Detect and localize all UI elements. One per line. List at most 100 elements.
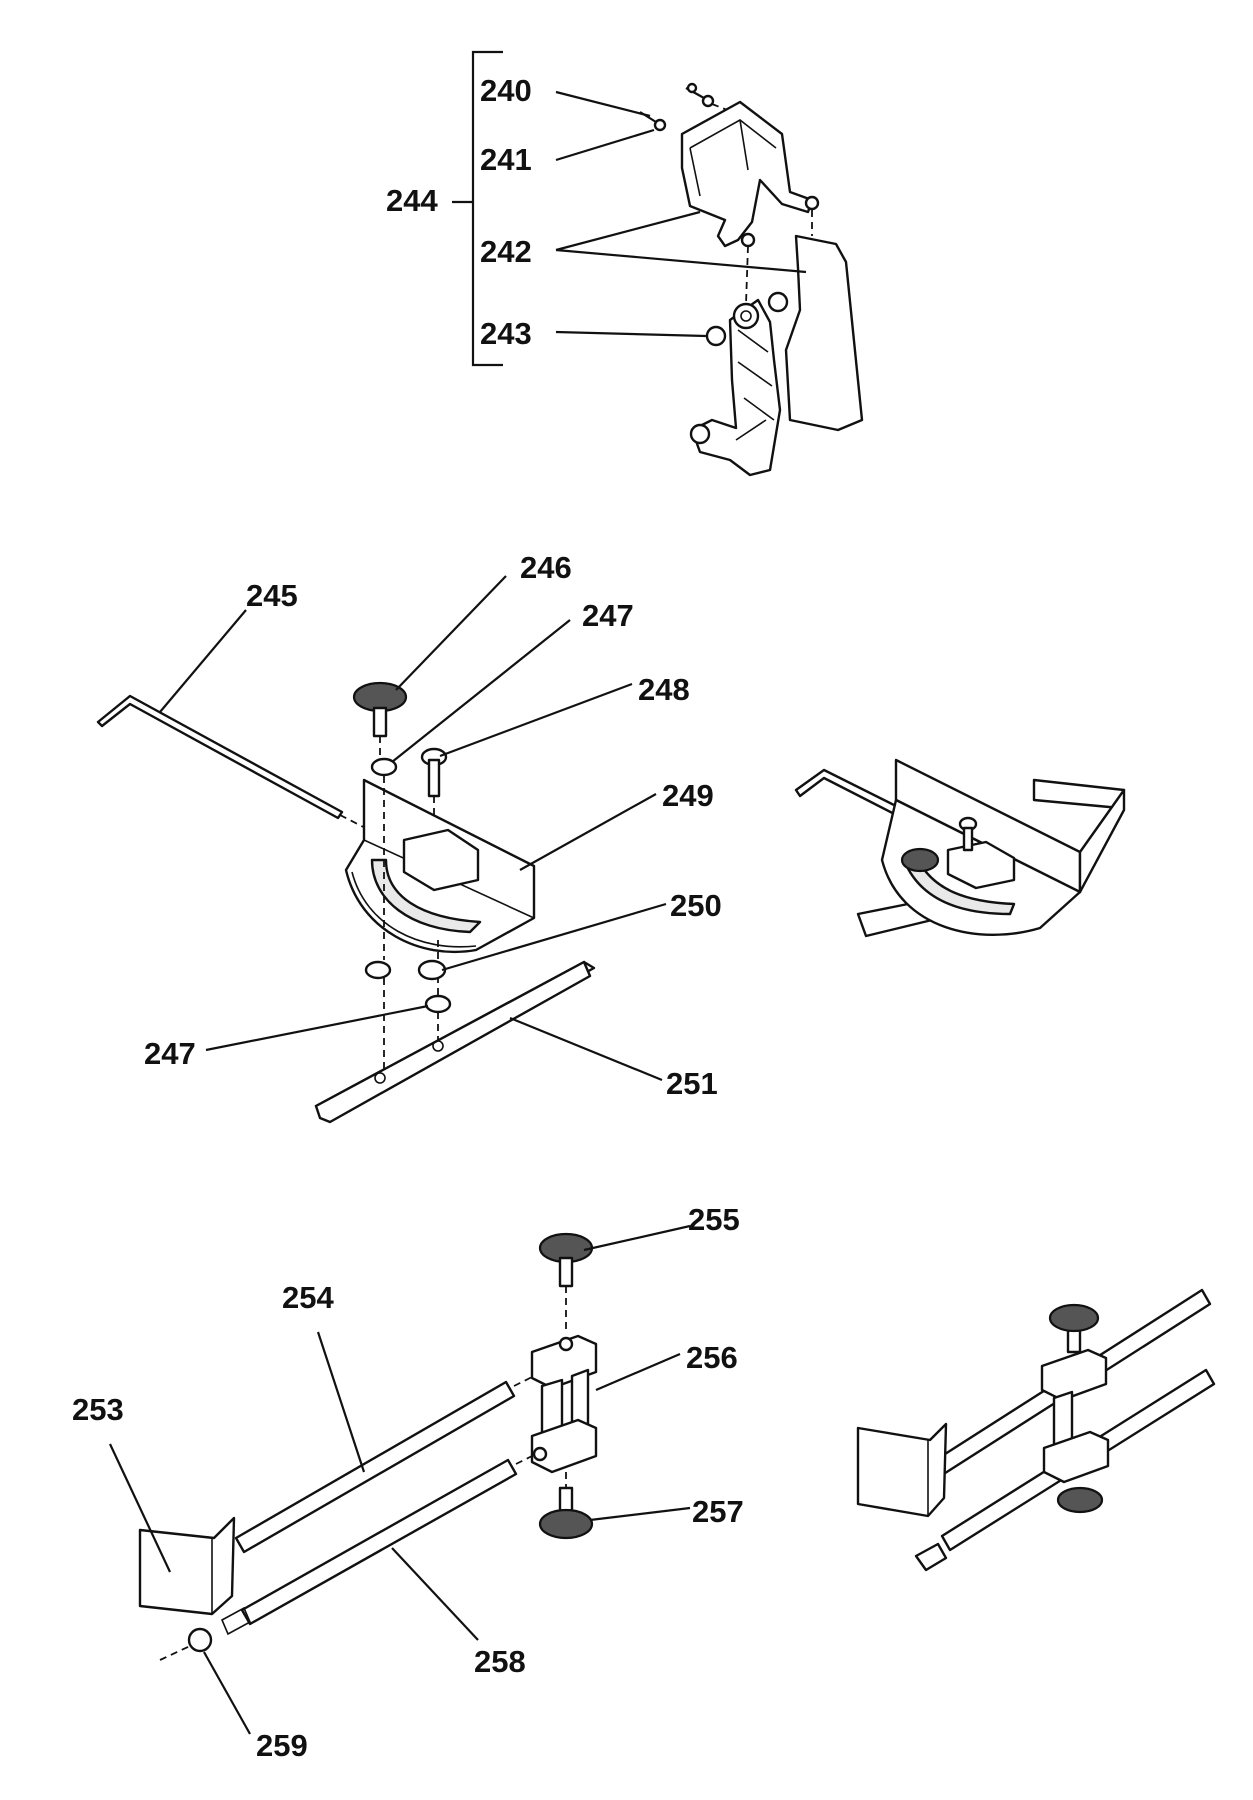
miter-slot [370,858,482,934]
assembled-bar [1032,778,1126,810]
clamp-hole-top [558,1336,574,1352]
leader-254 [316,1331,366,1473]
knob-246-stem [372,706,388,738]
assembled-block [946,840,1016,890]
arm-pivot [732,302,760,330]
leader-258 [391,1547,479,1641]
leader-243 [555,330,707,338]
leader-241 [555,128,655,162]
leader-255 [583,1224,691,1252]
label-240: 240 [480,73,532,108]
miter-gauge-assembled [794,758,1126,938]
stop-rod-exploded: 253 254 255 256 257 258 259 [72,1202,744,1763]
leader-250 [441,902,667,972]
clamp-hole-bottom [532,1446,548,1462]
bracket-244 [471,50,503,367]
nut-259 [187,1627,213,1653]
label-248: 248 [638,672,690,707]
leader-253 [109,1443,171,1573]
bracket-hole [740,232,756,248]
label-241: 241 [480,142,532,177]
arm-end [689,423,711,445]
screw-head-top [686,82,698,94]
leader-240 [555,90,651,118]
leader-246 [395,575,507,691]
label-247b: 247 [144,1036,196,1071]
assembled-fence-side [1078,788,1126,894]
miter-gauge-exploded: 245 246 247 248 249 250 247 251 [96,550,722,1124]
leader-249 [519,793,657,871]
label-246: 246 [520,550,572,585]
guard-bracket-edge [689,119,777,197]
knob-257 [538,1508,594,1540]
miter-block [402,828,480,892]
assembled-clamp-top [1040,1348,1108,1402]
leader-251 [509,1016,663,1082]
label-250: 250 [670,888,722,923]
label-244: 244 [386,183,438,218]
nut-259-dash [159,1645,191,1661]
stop-block-front [139,1530,213,1614]
assembled-stop-block [856,1422,948,1518]
leader-242b [555,248,807,274]
washer-247-bottom [424,994,452,1014]
stop-block-253 [138,1516,236,1616]
stop-rod-assembled [856,1288,1216,1572]
bar-251-top [314,960,592,1124]
label-242: 242 [480,234,532,269]
washer-top [701,94,715,108]
assembled-knob-top [1048,1303,1100,1333]
bracket-hole-2 [804,195,820,211]
washer-250-left [364,960,392,980]
guard-plate [784,234,864,432]
bar-hole-2 [432,1040,444,1052]
leader-256 [595,1352,681,1392]
rod-254-dash [513,1375,535,1387]
label-254: 254 [282,1280,334,1315]
guard-arm-ribs [735,329,775,441]
bar-hole-1 [374,1072,386,1084]
leader-242a [555,210,701,252]
label-253: 253 [72,1392,124,1427]
guard-assembly: 240 241 242 243 244 [386,50,864,477]
guard-bracket [680,100,814,248]
label-257: 257 [692,1494,744,1529]
clamp-256-bottom [530,1418,598,1474]
label-251: 251 [666,1066,718,1101]
washer-241 [653,118,667,132]
label-255: 255 [688,1202,740,1237]
nut-250 [417,959,447,981]
leader-245 [159,609,247,713]
label-259: 259 [256,1728,308,1763]
leader-247a [391,619,571,763]
rod-245 [96,694,344,820]
guard-arm [690,298,782,477]
washer-247-top [370,757,398,777]
label-258: 258 [474,1644,526,1679]
arm-pivot-inner [740,310,752,322]
leader-257 [589,1506,691,1522]
leader-259 [203,1651,251,1735]
nut-243 [705,325,727,347]
assembled-pin-shaft [962,826,974,852]
leader-248 [439,682,633,758]
label-247a: 247 [582,598,634,633]
rod-258-thread [220,1606,252,1636]
assembled-clamp-bottom [1042,1430,1110,1484]
label-245: 245 [246,578,298,613]
knob-255-stem [558,1256,574,1288]
miter-scale [351,871,477,948]
leader-247b [205,1004,429,1052]
label-256: 256 [686,1340,738,1375]
nut-242 [767,291,789,313]
label-249: 249 [662,778,714,813]
pin-248-shaft [427,758,441,798]
assembled-nut [914,1542,948,1572]
rod-258 [240,1458,518,1626]
assembled-stop-face [857,1428,929,1516]
arm-dash [745,245,749,305]
label-243: 243 [480,316,532,351]
assembled-knob-bottom [1056,1486,1104,1514]
rod-254 [234,1380,516,1554]
